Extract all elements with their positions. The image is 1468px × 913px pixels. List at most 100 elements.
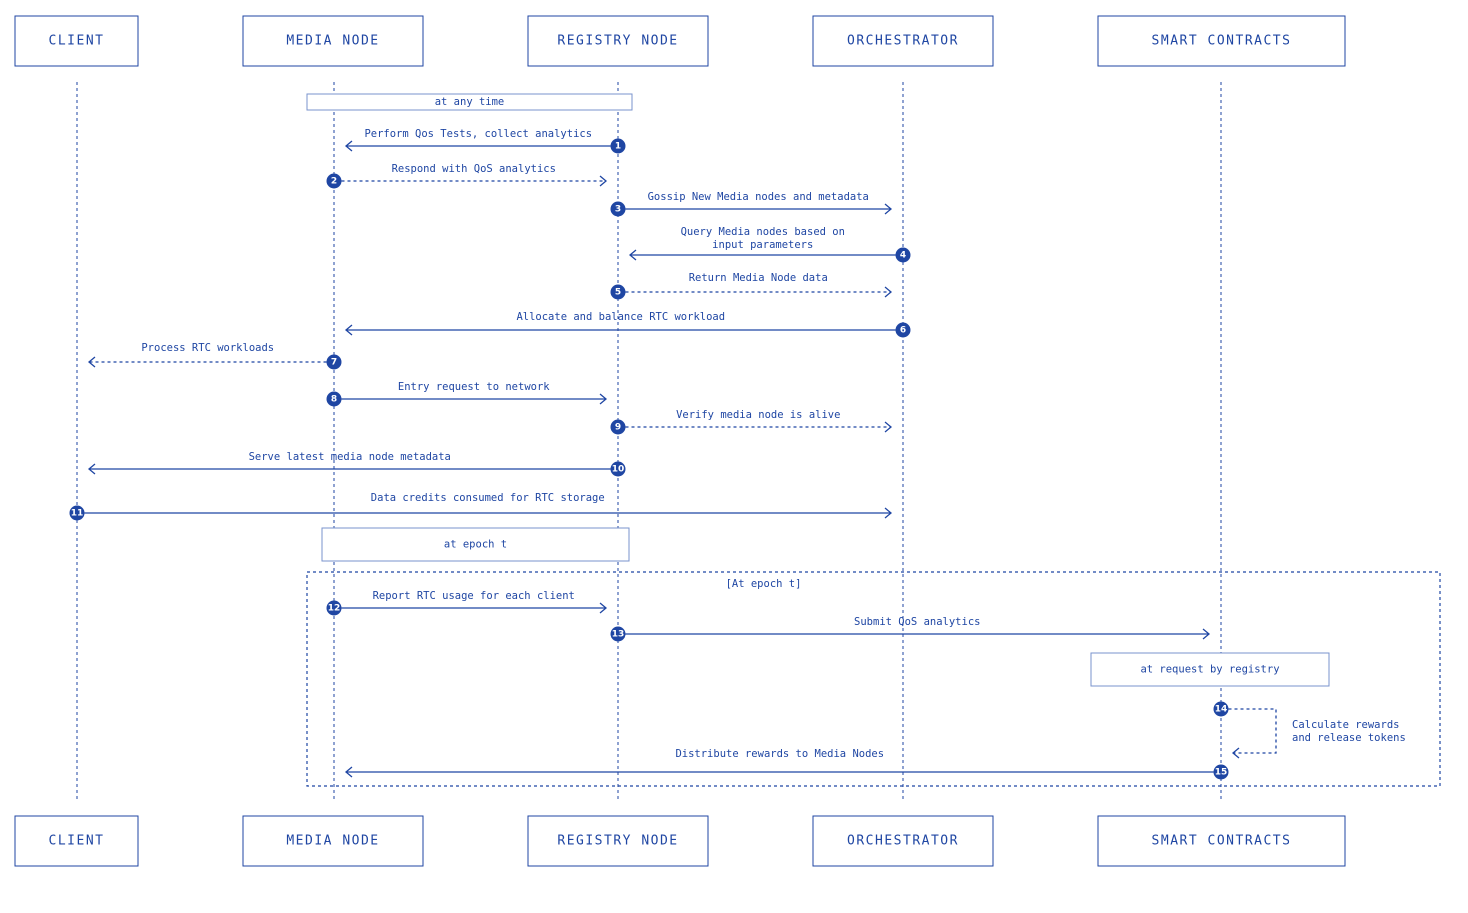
step-badge-4: 4 [895, 247, 911, 263]
header-box-orchestrator: ORCHESTRATOR [812, 15, 994, 67]
arrowhead [1202, 628, 1211, 640]
arrowhead [628, 249, 637, 261]
step-number: 14 [1215, 705, 1228, 715]
message-label-14: and release tokens [1292, 732, 1406, 744]
header-box-contracts: SMART CONTRACTS [1097, 15, 1346, 67]
arrowhead [344, 766, 353, 778]
message-3: Gossip New Media nodes and metadata 3 [610, 191, 893, 217]
message-line-14 [1228, 708, 1277, 754]
arrowhead [87, 463, 96, 475]
step-number: 7 [331, 358, 337, 368]
message-label-14: Calculate rewards [1292, 719, 1399, 731]
message-12: Report RTC usage for each client 12 [326, 590, 608, 616]
step-badge-13: 13 [610, 626, 626, 642]
message-13: Submit QoS analytics 13 [610, 616, 1211, 642]
message-9: Verify media node is alive 9 [610, 409, 893, 435]
footer-label-orchestrator: ORCHESTRATOR [847, 834, 959, 849]
message-label-4: input parameters [712, 239, 813, 251]
message-label-7: Process RTC workloads [141, 342, 274, 354]
message-label-3: Gossip New Media nodes and metadata [648, 191, 869, 203]
arrowhead [599, 175, 608, 187]
step-badge-14: 14 [1213, 701, 1229, 717]
step-number: 1 [615, 142, 621, 152]
step-number: 12 [328, 604, 341, 614]
step-number: 10 [612, 465, 625, 475]
arrowhead [344, 324, 353, 336]
message-label-8: Entry request to network [398, 381, 550, 393]
message-label-13: Submit QoS analytics [854, 616, 980, 628]
footer-box-client: CLIENT [14, 815, 139, 867]
step-number: 9 [615, 423, 621, 433]
note-1: at any time [306, 93, 633, 111]
step-number: 8 [331, 395, 337, 405]
message-15: Distribute rewards to Media Nodes 15 [344, 748, 1229, 780]
step-number: 11 [71, 509, 84, 519]
message-label-5: Return Media Node data [689, 272, 828, 284]
step-badge-2: 2 [326, 173, 342, 189]
footer-label-contracts: SMART CONTRACTS [1152, 834, 1292, 849]
step-number: 2 [331, 177, 337, 187]
message-label-12: Report RTC usage for each client [373, 590, 575, 602]
message-label-4: Query Media nodes based on [681, 226, 845, 238]
message-10: Serve latest media node metadata 10 [87, 451, 626, 477]
footer-box-registry: REGISTRY NODE [527, 815, 709, 867]
message-11: Data credits consumed for RTC storage 11 [69, 492, 893, 521]
step-number: 15 [1215, 768, 1228, 778]
step-badge-11: 11 [69, 505, 85, 521]
step-badge-10: 10 [610, 461, 626, 477]
epoch-frame-label: [At epoch t] [726, 578, 802, 590]
epoch-frame [306, 571, 1441, 787]
header-label-orchestrator: ORCHESTRATOR [847, 34, 959, 49]
step-badge-3: 3 [610, 201, 626, 217]
footer-label-registry: REGISTRY NODE [557, 834, 678, 849]
step-badge-15: 15 [1213, 764, 1229, 780]
footer-box-contracts: SMART CONTRACTS [1097, 815, 1346, 867]
footer-box-orchestrator: ORCHESTRATOR [812, 815, 994, 867]
note-label-3: at request by registry [1140, 664, 1279, 676]
message-5: Return Media Node data 5 [610, 272, 893, 300]
step-number: 4 [900, 251, 906, 261]
message-label-15: Distribute rewards to Media Nodes [675, 748, 884, 760]
footer-label-client: CLIENT [49, 834, 105, 849]
message-label-10: Serve latest media node metadata [249, 451, 451, 463]
header-box-registry: REGISTRY NODE [527, 15, 709, 67]
arrowhead [599, 393, 608, 405]
message-8: Entry request to network 8 [326, 381, 608, 407]
step-badge-6: 6 [895, 322, 911, 338]
message-label-1: Perform Qos Tests, collect analytics [364, 128, 592, 140]
step-badge-12: 12 [326, 600, 342, 616]
header-label-media: MEDIA NODE [286, 34, 379, 49]
step-badge-8: 8 [326, 391, 342, 407]
message-2: Respond with QoS analytics 2 [326, 163, 608, 189]
arrowhead [344, 140, 353, 152]
note-2: at epoch t [321, 527, 630, 562]
message-6: Allocate and balance RTC workload 6 [344, 311, 911, 338]
footer-box-media: MEDIA NODE [242, 815, 424, 867]
footer-label-media: MEDIA NODE [286, 834, 379, 849]
arrowhead [87, 356, 96, 368]
message-label-6: Allocate and balance RTC workload [516, 311, 725, 323]
note-label-2: at epoch t [444, 539, 507, 551]
note-3: at request by registry [1090, 652, 1330, 687]
message-label-11: Data credits consumed for RTC storage [371, 492, 605, 504]
step-number: 13 [612, 630, 625, 640]
header-label-registry: REGISTRY NODE [557, 34, 678, 49]
arrowhead [884, 421, 893, 433]
header-box-client: CLIENT [14, 15, 139, 67]
step-badge-7: 7 [326, 354, 342, 370]
step-number: 6 [900, 326, 906, 336]
arrowhead [884, 507, 893, 519]
arrowhead [1231, 747, 1240, 759]
message-1: Perform Qos Tests, collect analytics 1 [344, 128, 626, 154]
arrowhead [884, 203, 893, 215]
header-box-media: MEDIA NODE [242, 15, 424, 67]
step-badge-5: 5 [610, 284, 626, 300]
step-badge-9: 9 [610, 419, 626, 435]
step-number: 3 [615, 205, 621, 215]
message-label-2: Respond with QoS analytics [392, 163, 556, 175]
header-label-client: CLIENT [49, 34, 105, 49]
message-label-9: Verify media node is alive [676, 409, 840, 421]
